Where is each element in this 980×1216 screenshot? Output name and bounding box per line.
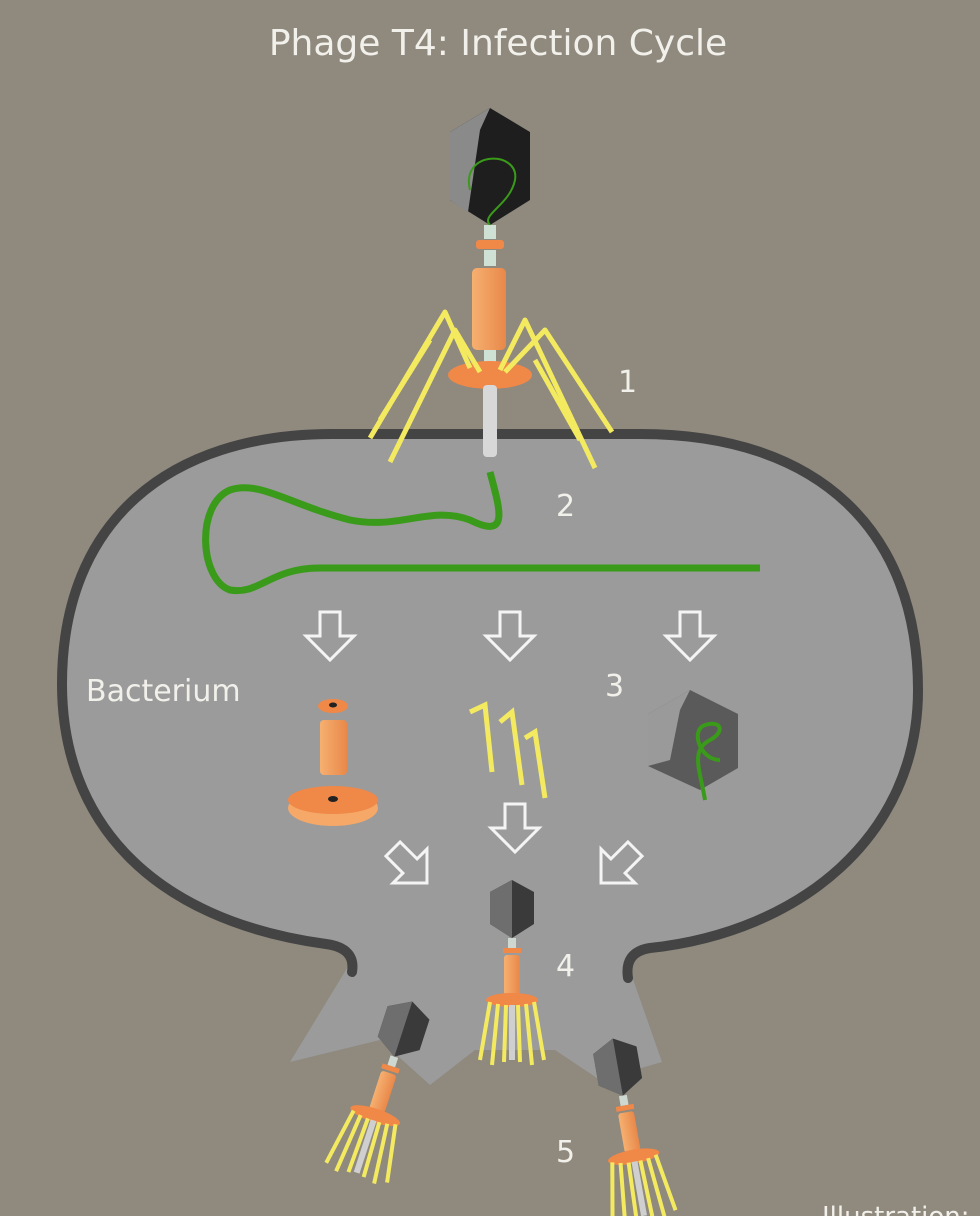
diagram-title: Phage T4: Infection Cycle [268, 23, 728, 64]
phage-head-with-dna [648, 690, 738, 801]
step-label-4: 4 [556, 949, 576, 984]
phage-dna-strand [202, 471, 760, 595]
illustration-credit: Illustration: [822, 1204, 970, 1216]
attaching-phage [367, 108, 615, 470]
released-phage [579, 1030, 679, 1216]
step-label-5: 5 [556, 1135, 576, 1170]
tail-fibers [468, 701, 548, 799]
step-label-3: 3 [605, 669, 625, 704]
step-label-1: 1 [618, 365, 638, 400]
bacterium-label: Bacterium [86, 674, 241, 709]
lysing-cell-fragments [290, 960, 662, 1085]
step-label-2: 2 [556, 489, 576, 524]
tail-components [288, 699, 378, 826]
